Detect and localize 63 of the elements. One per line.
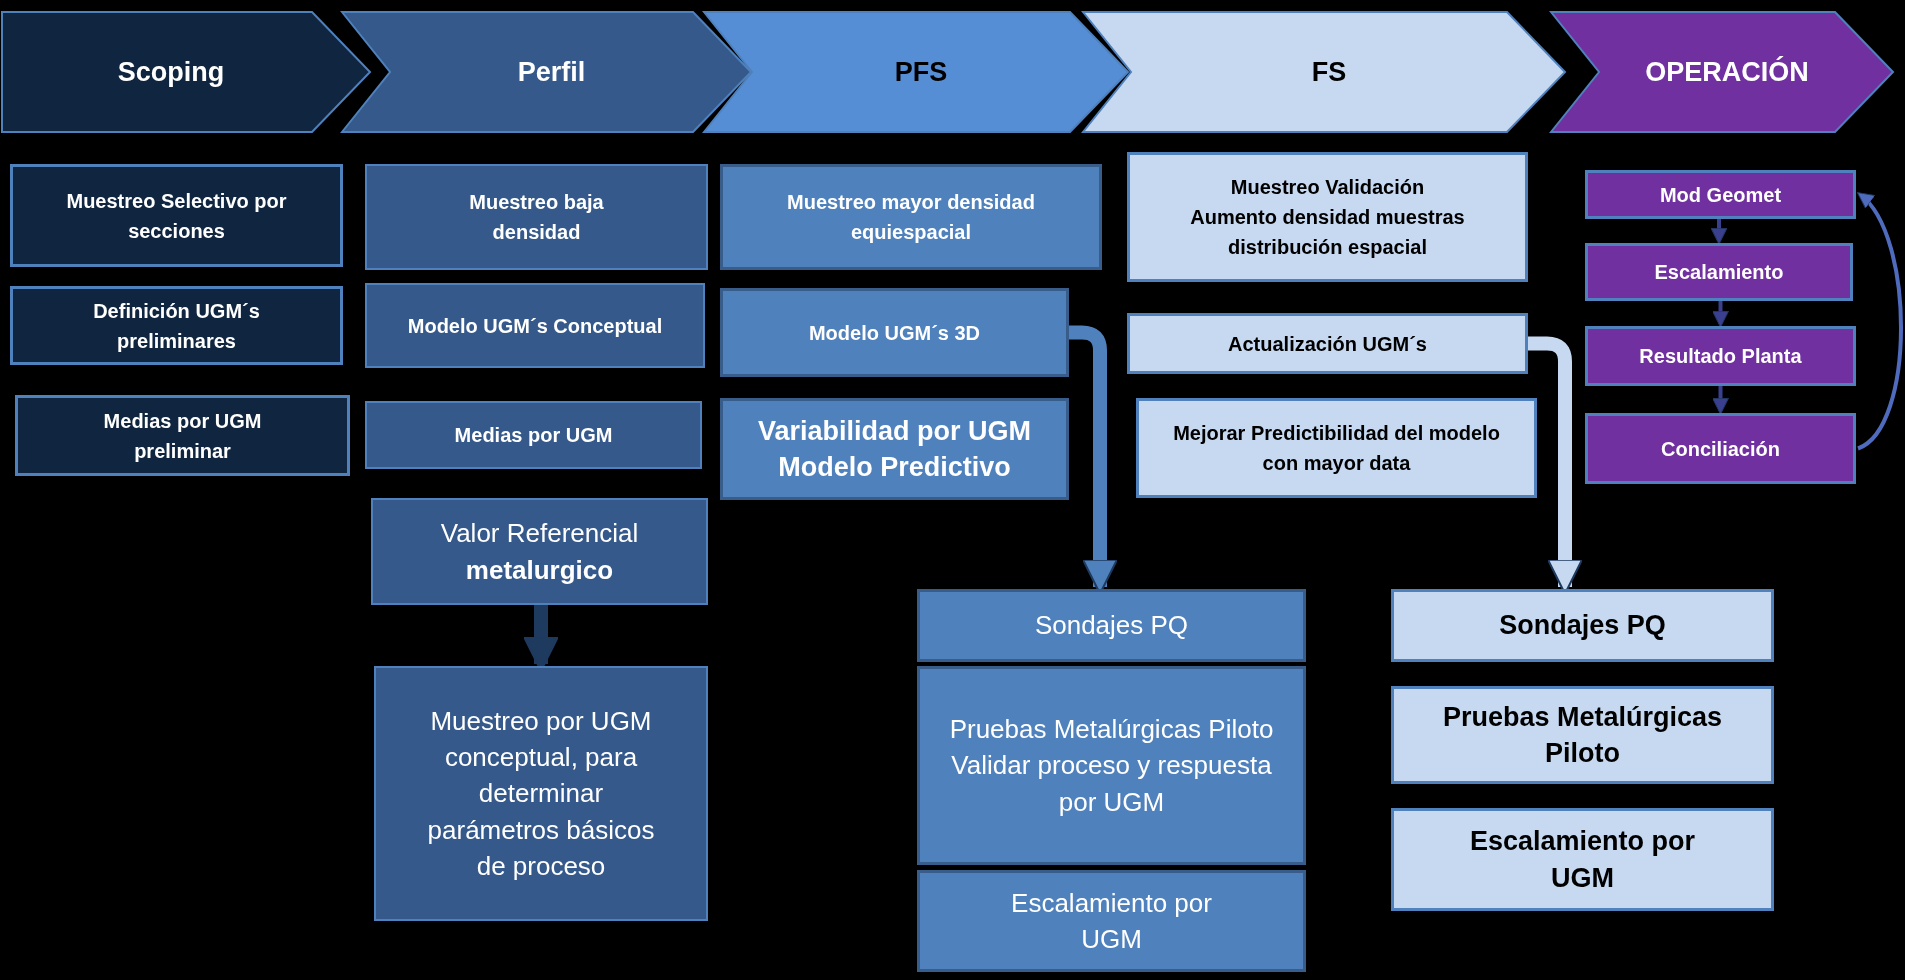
step-box: [917, 870, 1306, 972]
step-text: Escalamiento por UGM: [1468, 825, 1697, 895]
step-text: Conciliación: [1661, 436, 1780, 462]
step-box: [1585, 170, 1856, 219]
step-box: [917, 666, 1306, 865]
step-text: Modelo UGM´s 3D: [808, 320, 981, 346]
arrow: [1712, 386, 1729, 415]
step-box: [10, 286, 343, 365]
step-box: [374, 666, 708, 921]
phase-title: Scoping: [117, 55, 225, 89]
step-box: [1585, 326, 1856, 386]
step-text: Validar proceso y respuesta por UGM: [950, 749, 1273, 819]
step-box: [1585, 413, 1856, 484]
step-box: [1391, 589, 1774, 662]
step-box: [1391, 686, 1774, 784]
step-box: [1127, 152, 1528, 282]
step-box: [365, 164, 708, 270]
step-text: Sondajes PQ: [1034, 609, 1189, 643]
step-text: Variabilidad por UGM Modelo Predictivo: [756, 414, 1032, 484]
step-text: Modelo UGM´s Conceptual: [407, 313, 663, 339]
step-text: Definición UGM´s preliminares: [92, 298, 261, 354]
step-box: [720, 398, 1069, 500]
step-box: [1391, 808, 1774, 911]
step-text: Medias por UGM: [454, 423, 613, 448]
step-text: Medias por UGM preliminar: [102, 408, 263, 464]
step-box: [1127, 313, 1528, 374]
step-text: Pruebas Metalúrgicas Piloto: [949, 712, 1274, 746]
step-text: Escalamiento: [1654, 260, 1784, 285]
phase-header: [1081, 10, 1567, 134]
step-box: [720, 288, 1069, 377]
step-text: Actualización UGM´s: [1228, 331, 1427, 357]
step-text: Mod Geomet: [1659, 182, 1782, 208]
phase-title: FS: [1311, 55, 1347, 89]
step-box: [917, 589, 1306, 662]
step-text: Muestreo Validación Aumento densidad muestras distribución espacial: [1190, 175, 1465, 260]
arrow: [1856, 191, 1903, 451]
step-box: [365, 401, 702, 469]
step-box: [371, 498, 708, 605]
phase-title: PFS: [894, 55, 948, 89]
step-text: Pruebas Metalúrgicas Piloto: [1441, 700, 1724, 770]
step-text: Muestreo mayor densidad equiespacial: [786, 190, 1036, 245]
step-text: Resultado Planta: [1639, 344, 1802, 369]
step-text: Valor Referencial metalurgico: [439, 517, 640, 587]
arrow: [1710, 219, 1728, 245]
step-text: Mejorar Predictibilidad del modelo con mayor data: [1172, 421, 1501, 476]
phase-header: [340, 10, 753, 134]
step-box: [720, 164, 1102, 270]
phase-header: [0, 10, 372, 134]
step-text: Muestreo baja densidad: [468, 190, 605, 245]
arrow: [1712, 301, 1729, 328]
phase-title: Perfil: [517, 55, 586, 89]
phase-title: OPERACIÓN: [1645, 55, 1809, 89]
step-box: [1585, 243, 1853, 301]
step-box: [15, 395, 350, 476]
step-box: [1136, 398, 1537, 498]
step-text: Sondajes PQ: [1499, 609, 1666, 643]
step-text: Muestreo por UGM conceptual, para determinar parámetros básicos de proceso: [426, 704, 656, 884]
phase-header: [1549, 10, 1895, 134]
phase-header: [702, 10, 1130, 134]
step-box: [365, 283, 705, 368]
step-box: [10, 164, 343, 267]
step-text: Muestreo Selectivo por secciones: [65, 188, 288, 244]
step-text: Escalamiento por UGM: [1010, 886, 1213, 956]
